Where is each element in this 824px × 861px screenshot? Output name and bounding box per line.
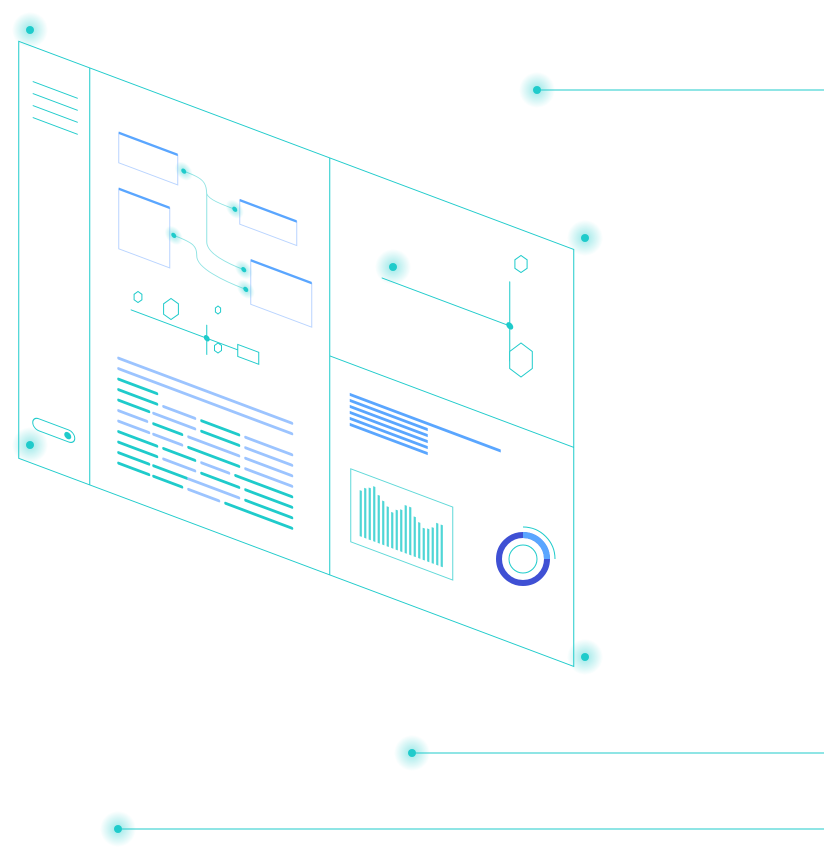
text-line [117,419,151,435]
hexagon-node-tiny [214,305,222,315]
text-line [152,411,197,431]
text-line [117,377,159,396]
donut-highlight [522,532,550,560]
text-line [187,477,241,500]
text-line [224,501,294,530]
network-hub-dot [203,335,210,342]
menu-icon [32,81,78,135]
text-line [117,461,151,477]
glow-dot [581,234,589,242]
text-line [187,445,241,468]
flow-box-4 [250,259,313,328]
text-line [152,474,184,489]
text-line [117,388,159,406]
glow-dot [26,26,34,34]
hexagon-node-large [509,342,533,378]
glow-dot [408,749,416,757]
text-line [244,435,294,457]
glow-dot [533,86,541,94]
right-graph [381,277,514,362]
bar-chart [350,468,454,581]
flow-box-3 [239,198,298,247]
right-graph-hub-dot [506,322,514,330]
text-line [162,447,197,462]
text-line [162,457,197,473]
text-line [117,409,149,423]
glow-dot [26,441,34,449]
text-line [117,440,159,459]
hexagon-nodes [133,254,533,378]
bar-chart-bars [359,486,443,568]
text-line [200,419,241,437]
hexagon-node-large [163,297,179,321]
glow-dot [114,825,122,833]
flow-box-1 [118,131,179,186]
text-line [200,429,241,447]
flow-diagram [118,131,313,328]
text-line [187,435,241,458]
hexagon-node-small [514,254,528,274]
network-graph [130,309,260,365]
text-line [244,446,294,467]
network-node-rect [237,343,260,365]
text-line [152,464,189,480]
text-line [244,456,294,478]
text-line [187,487,221,503]
text-line [244,467,294,488]
donut-chart [496,526,556,586]
hexagon-node-small [133,290,143,304]
glow-dot [389,263,397,271]
text-line [244,488,294,509]
flow-box-2 [118,187,171,269]
hexagon-node-small [214,342,222,354]
text-line [244,498,294,520]
flow-connectors [173,170,246,290]
panel-frame [18,40,575,668]
donut-outer-arc [522,526,556,560]
text-line [200,471,241,489]
toggle-switch [32,417,76,443]
outer-connectors [118,89,824,830]
dashboard-panel [18,40,575,668]
text-line [117,430,159,448]
text-line [117,367,294,436]
glow-dot [581,653,589,661]
text-line [234,474,294,499]
text-line [117,356,294,425]
text-line [152,432,184,447]
text-line [162,405,197,420]
heading-lines [349,392,501,456]
text-lines [117,356,294,530]
flow-dots [164,161,255,299]
text-line [152,422,184,436]
toggle-knob [64,431,72,440]
text-line [200,461,231,475]
text-line [117,398,151,414]
donut-inner-circle [508,544,538,574]
text-line [117,451,151,466]
right-divider [329,355,574,448]
bar-chart-frame [350,468,454,581]
glow-dots [12,12,603,847]
